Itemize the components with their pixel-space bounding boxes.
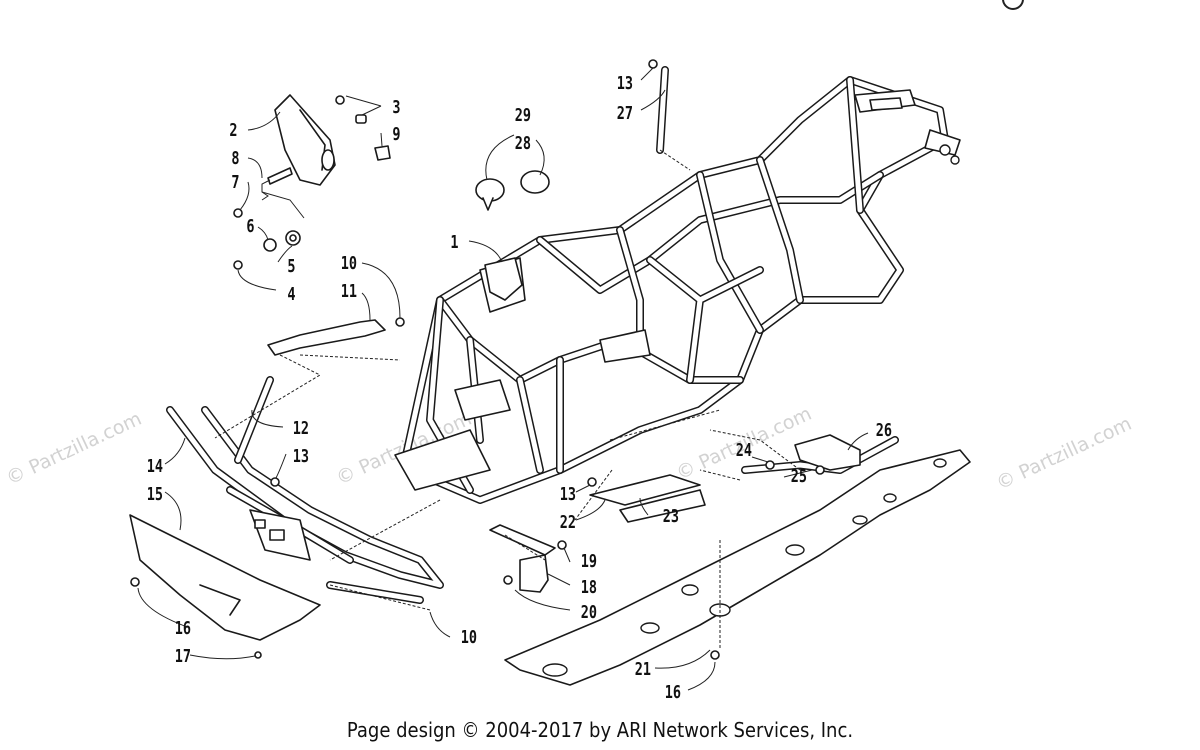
brace-part-12[interactable] <box>234 376 280 487</box>
callout-2[interactable]: 2 <box>229 119 237 140</box>
callout-10[interactable]: 10 <box>461 626 477 647</box>
callout-9[interactable]: 9 <box>392 123 400 144</box>
callout-16[interactable]: 16 <box>175 617 191 638</box>
watermark-text: © Partzilla.com <box>993 413 1135 495</box>
callout-13[interactable]: 13 <box>560 483 576 504</box>
heat-shield-parts-22-23[interactable] <box>587 474 706 523</box>
watermark-text: © Partzilla.com <box>3 408 145 490</box>
callout-27[interactable]: 27 <box>617 102 633 123</box>
callout-25[interactable]: 25 <box>791 465 807 486</box>
callout-1[interactable]: 1 <box>450 231 458 252</box>
callout-18[interactable]: 18 <box>581 576 597 597</box>
callout-14[interactable]: 14 <box>147 455 163 476</box>
callout-11[interactable]: 11 <box>341 280 357 301</box>
callout-6[interactable]: 6 <box>246 215 254 236</box>
callout-13[interactable]: 13 <box>617 72 633 93</box>
callout-17[interactable]: 17 <box>175 645 191 666</box>
main-skid-plate-part-21[interactable] <box>504 449 971 686</box>
callout-23[interactable]: 23 <box>663 505 679 526</box>
callout-5[interactable]: 5 <box>287 255 295 276</box>
callout-21[interactable]: 21 <box>635 658 651 679</box>
copyright-footer: Page design © 2004-2017 by ARI Network S… <box>346 718 854 742</box>
bracket-part-11[interactable] <box>267 317 405 356</box>
callout-leader-lines <box>137 67 869 691</box>
callout-29[interactable]: 29 <box>515 104 531 125</box>
headlight-assembly[interactable] <box>233 94 391 270</box>
callout-22[interactable]: 22 <box>560 511 576 532</box>
main-frame[interactable] <box>394 76 961 504</box>
callout-10[interactable]: 10 <box>341 252 357 273</box>
brace-part-27[interactable] <box>648 59 669 154</box>
callout-19[interactable]: 19 <box>581 550 597 571</box>
callout-16[interactable]: 16 <box>665 681 681 702</box>
callout-24[interactable]: 24 <box>736 439 752 460</box>
callout-26[interactable]: 26 <box>876 419 892 440</box>
rear-rail-part-26[interactable] <box>741 434 899 475</box>
callout-28[interactable]: 28 <box>515 132 531 153</box>
hose-clamps[interactable] <box>475 170 550 211</box>
callout-7[interactable]: 7 <box>231 171 239 192</box>
mount-bracket-parts-18-20[interactable] <box>489 524 567 593</box>
callout-12[interactable]: 12 <box>293 417 309 438</box>
callout-4[interactable]: 4 <box>287 283 295 304</box>
front-bumper-part-14[interactable] <box>166 406 444 604</box>
callout-numbers: 1 2 3 4 5 6 7 8 9 10 11 12 13 14 15 16 1… <box>147 72 892 702</box>
front-skid-plate-part-15[interactable] <box>129 514 321 659</box>
callout-15[interactable]: 15 <box>147 483 163 504</box>
bracket-part-1[interactable] <box>484 257 523 301</box>
callout-3[interactable]: 3 <box>392 96 400 117</box>
callout-8[interactable]: 8 <box>231 147 239 168</box>
callout-13[interactable]: 13 <box>293 445 309 466</box>
callout-20[interactable]: 20 <box>581 601 597 622</box>
